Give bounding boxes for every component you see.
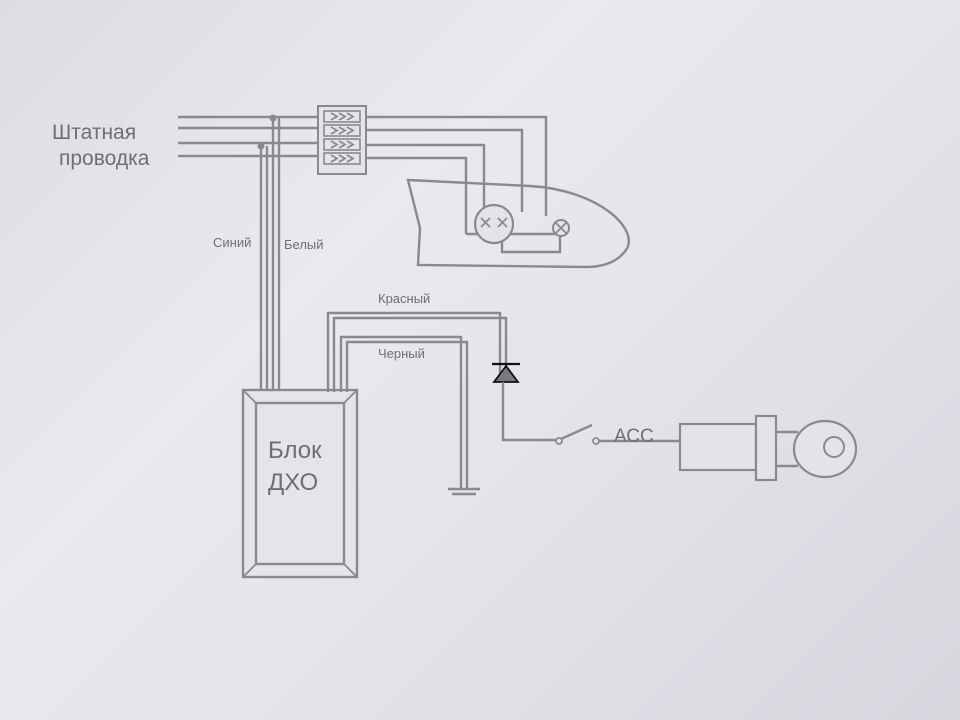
stock-wires <box>178 115 320 158</box>
red-wire-label: Красный <box>378 291 430 306</box>
white-wire-label: Белый <box>284 237 324 252</box>
inner-wire-bottom <box>500 236 562 254</box>
diode-icon <box>492 362 520 383</box>
black-wire-label: Черный <box>378 346 425 361</box>
headlight-wires <box>366 115 548 234</box>
drl-block-label-2: ДХО <box>268 469 318 496</box>
drl-block-label-1: Блок <box>268 437 322 464</box>
side-lamp-icon <box>552 219 570 237</box>
blue-wire-label: Синий <box>213 235 251 250</box>
white-wire <box>271 118 281 392</box>
ignition-key-icon <box>678 414 858 482</box>
stock-wiring-label-1: Штатная <box>52 121 136 144</box>
black-wire <box>339 335 469 488</box>
connector-block <box>317 105 367 175</box>
headlight-housing <box>406 178 630 269</box>
twin-bulb-icon <box>473 203 515 245</box>
drl-block <box>241 388 359 579</box>
stock-wiring-label-2: проводка <box>59 147 150 170</box>
ground-symbol-icon <box>448 487 480 496</box>
red-wire <box>326 311 508 392</box>
blue-wire <box>259 146 269 392</box>
acc-label: АСС <box>614 426 654 447</box>
acc-switch-icon <box>555 423 600 445</box>
diode-to-switch-wire <box>501 382 556 442</box>
